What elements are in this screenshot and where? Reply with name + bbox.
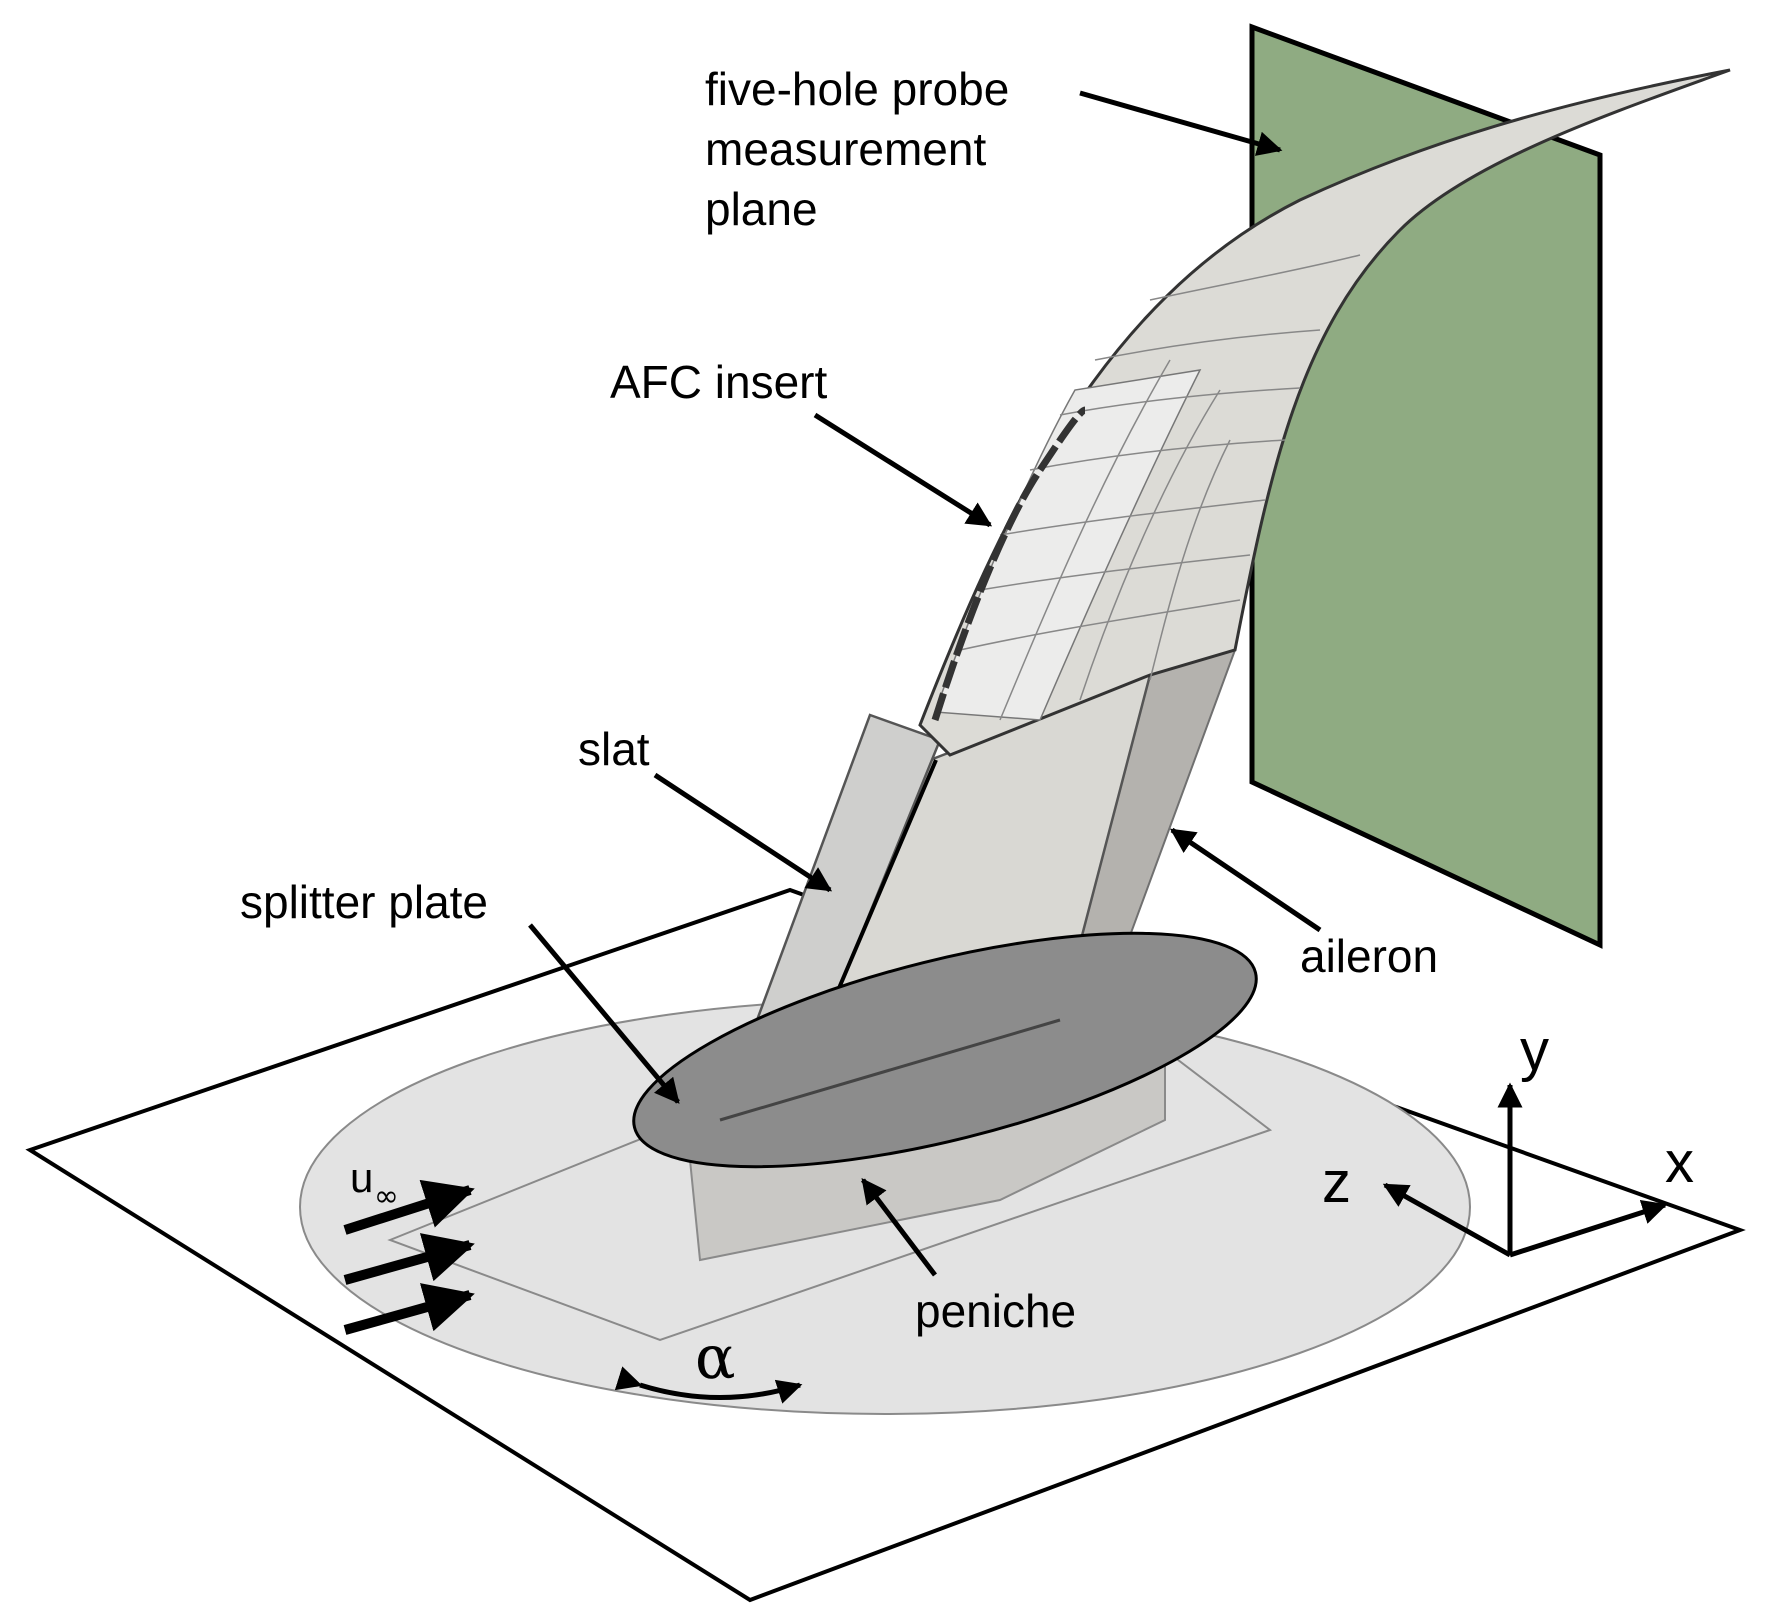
freestream-arrows xyxy=(343,1179,475,1335)
leader-probe-plane xyxy=(1079,90,1283,156)
panel-grid-lines xyxy=(959,254,1361,721)
label-splitter-plate: splitter plate xyxy=(240,876,488,928)
leader-slat xyxy=(653,772,833,893)
label-aileron: aileron xyxy=(1300,930,1438,982)
axis-label-z: z xyxy=(1322,1150,1351,1215)
label-afc-insert: AFC insert xyxy=(610,356,827,408)
label-angle-alpha: α xyxy=(695,1323,736,1393)
label-probe-plane-line3: plane xyxy=(705,183,818,235)
leader-splitter-plate xyxy=(528,923,680,1104)
axis-label-x: x xyxy=(1665,1130,1694,1195)
label-freestream-subscript: ∞ xyxy=(374,1179,399,1214)
afc-slot-strip xyxy=(931,406,1087,722)
label-peniche: peniche xyxy=(915,1285,1076,1337)
leader-arrows xyxy=(528,90,1322,1277)
label-freestream-symbol: u xyxy=(350,1154,373,1201)
coordinate-axes xyxy=(1382,1082,1668,1258)
label-slat: slat xyxy=(578,723,650,775)
label-probe-plane-line1: five-hole probe xyxy=(705,63,1009,115)
leader-afc-insert xyxy=(813,412,993,528)
angle-arc xyxy=(614,1366,803,1404)
label-probe-plane-line2: measurement xyxy=(705,123,986,175)
splitter-plate xyxy=(632,931,1258,1169)
wing-root-seam xyxy=(719,1018,1061,1122)
leader-aileron xyxy=(1169,827,1322,933)
axis-label-y: y xyxy=(1520,1018,1549,1083)
leader-peniche xyxy=(861,1178,937,1277)
afc-insert-region xyxy=(933,369,1202,721)
